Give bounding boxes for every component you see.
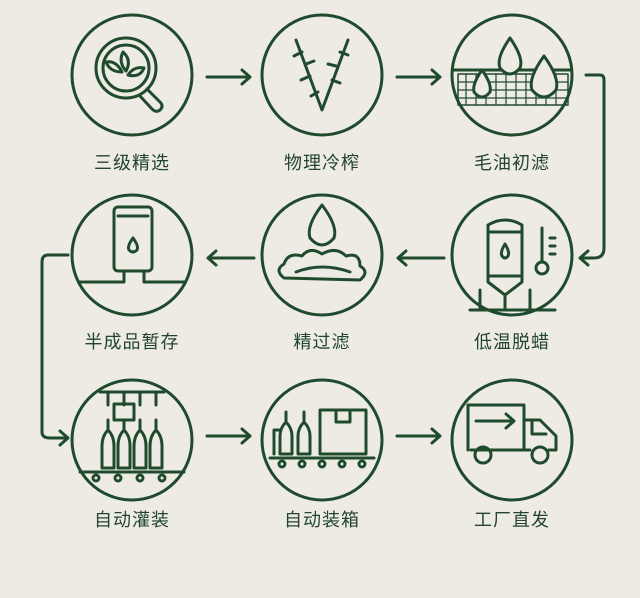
step-circle-2 [260, 13, 384, 137]
connector-arrow-icon [578, 73, 606, 267]
step-circle-8 [260, 378, 384, 502]
step-label-6: 半成品暂存 [84, 332, 180, 353]
step-label-7: 自动灌装 [94, 510, 170, 531]
step-label-1: 三级精选 [94, 153, 170, 174]
step-circle-4 [450, 193, 574, 317]
step-circle-9 [450, 378, 574, 502]
step-circle-7 [70, 378, 194, 502]
step-label-8: 自动装箱 [284, 510, 360, 531]
arrow-left-icon [206, 249, 256, 267]
step-circle-5 [260, 193, 384, 317]
step-label-2: 物理冷榨 [284, 153, 360, 174]
magnifier-seeds-icon [94, 36, 164, 113]
step-label-5: 精过滤 [293, 332, 351, 353]
arrow-left-icon [396, 249, 446, 267]
tank-thermometer-icon [468, 218, 557, 312]
step-circle-3 [450, 13, 574, 137]
step-circle-1 [70, 13, 194, 137]
boxing-conveyor-icon [268, 408, 376, 469]
step-label-3: 毛油初滤 [474, 153, 550, 174]
step-label-4: 低温脱蜡 [474, 332, 550, 353]
filter-drops-icon [451, 36, 573, 106]
arrow-right-icon [395, 68, 442, 86]
bottling-line-icon [78, 390, 186, 483]
press-icon [292, 38, 350, 112]
arrow-right-icon [395, 427, 442, 445]
step-circle-6 [70, 193, 194, 317]
arrow-right-icon [205, 427, 252, 445]
drop-foam-icon [277, 203, 367, 282]
step-label-9: 工厂直发 [474, 510, 550, 531]
storage-tank-icon [78, 205, 186, 284]
delivery-truck-icon [466, 403, 558, 465]
arrow-right-icon [205, 68, 252, 86]
connector-arrow-icon [40, 253, 70, 447]
